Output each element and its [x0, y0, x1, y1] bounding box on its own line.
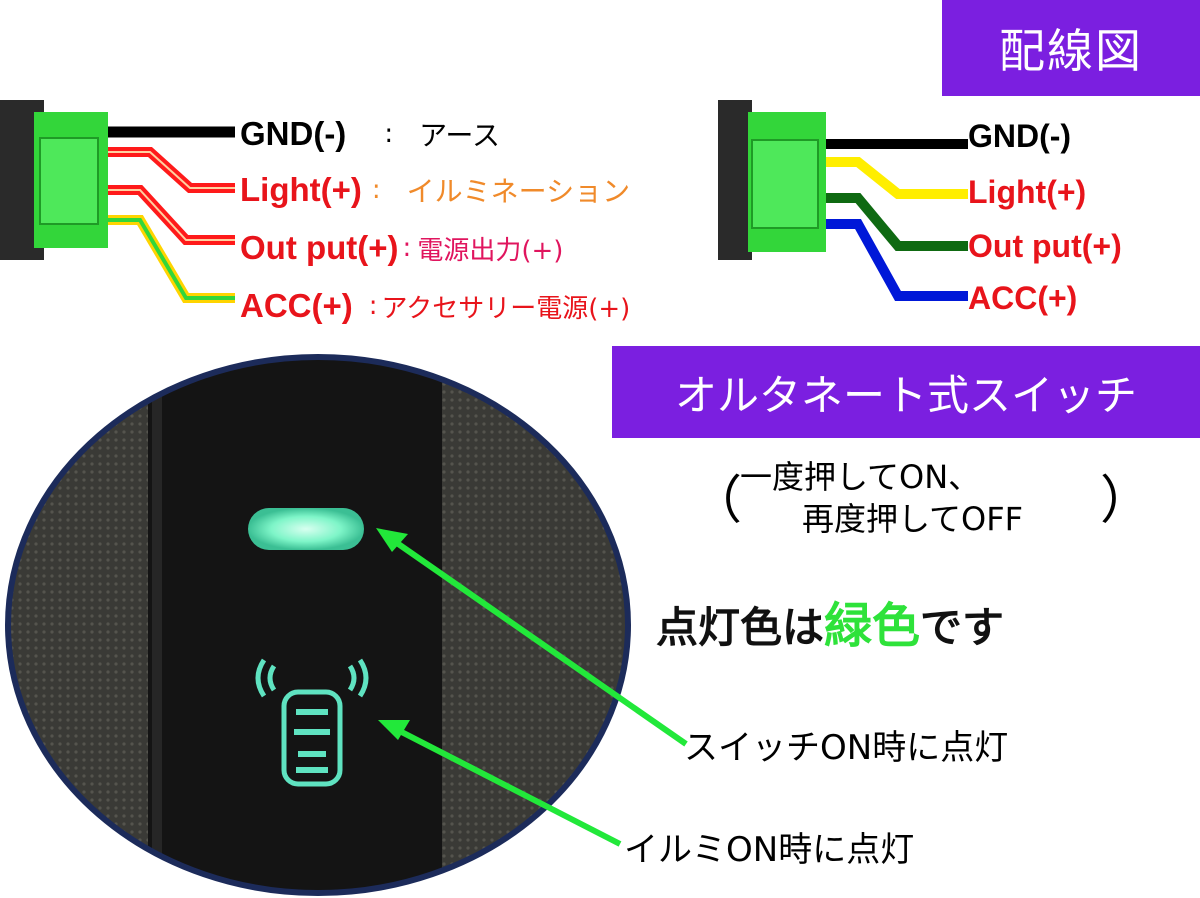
wire-label: Light(+)	[240, 171, 362, 208]
right-connector-diagram	[718, 100, 968, 301]
separator: :	[368, 291, 378, 321]
car-sensor-icon	[255, 658, 369, 787]
wire-desc: イルミネーション	[406, 175, 631, 208]
wire-desc: 電源出力(+)	[417, 235, 564, 266]
switch-body	[148, 360, 442, 893]
connector-latch	[751, 139, 819, 229]
separator: :	[402, 233, 412, 263]
wire-row-acc: ACC(+) : アクセサリー電源(+)	[240, 280, 630, 332]
wire-output	[826, 193, 968, 251]
led-indicator	[248, 508, 364, 550]
light-color-text: 点灯色は緑色です	[656, 586, 1004, 656]
switch-type: オルタネート式スイッチ	[674, 370, 1137, 420]
connector-latch	[39, 137, 99, 225]
wire-light	[826, 157, 968, 199]
wire-desc: アクセサリー電源(+)	[381, 293, 631, 324]
callout-illumi-on: イルミON時に点灯	[624, 830, 915, 870]
wire-label: Out put(+)	[240, 229, 399, 266]
separator: :	[371, 175, 381, 205]
switch-note-line1: 一度押してON、	[740, 458, 981, 496]
callout-line-switch	[382, 531, 688, 747]
paren-open: （	[690, 471, 743, 531]
wire-label: ACC(+)	[968, 280, 1078, 316]
wire-row-light: Light(+) : イルミネーション	[240, 164, 630, 216]
page-title: 配線図	[999, 24, 1143, 78]
switch-note-line2: 再度押してOFF	[802, 500, 1024, 538]
switch-note: （ 一度押してON、 再度押してOFF ）	[690, 452, 1170, 542]
wire-label: GND(-)	[240, 115, 347, 152]
callout-line-illumi	[384, 721, 622, 847]
switch-type-banner: オルタネート式スイッチ	[612, 346, 1200, 438]
title-box: 配線図	[942, 0, 1200, 96]
light-color-before: 点灯色は	[656, 603, 825, 652]
right-wire-labels: GND(-) Light(+) Out put(+) ACC(+)	[968, 118, 1200, 328]
wire-label: GND(-)	[968, 118, 1072, 154]
switch-photo	[5, 354, 631, 896]
wire-label: ACC(+)	[240, 287, 353, 324]
separator: :	[384, 119, 394, 149]
paren-close: ）	[1100, 471, 1153, 531]
light-color-after: です	[920, 603, 1005, 652]
light-color-highlight: 緑色	[824, 598, 921, 654]
wire-row-output: Out put(+) : 電源出力(+)	[240, 222, 563, 274]
callout-switch-on: スイッチON時に点灯	[684, 728, 1009, 768]
wire-label: Out put(+)	[968, 228, 1122, 264]
harness-block	[718, 100, 752, 260]
wire-row-gnd: GND(-) : アース	[240, 108, 500, 160]
wire-acc	[826, 219, 968, 301]
left-connector-diagram	[0, 100, 235, 303]
wire-desc: アース	[419, 119, 500, 152]
wire-label: Light(+)	[968, 174, 1087, 210]
